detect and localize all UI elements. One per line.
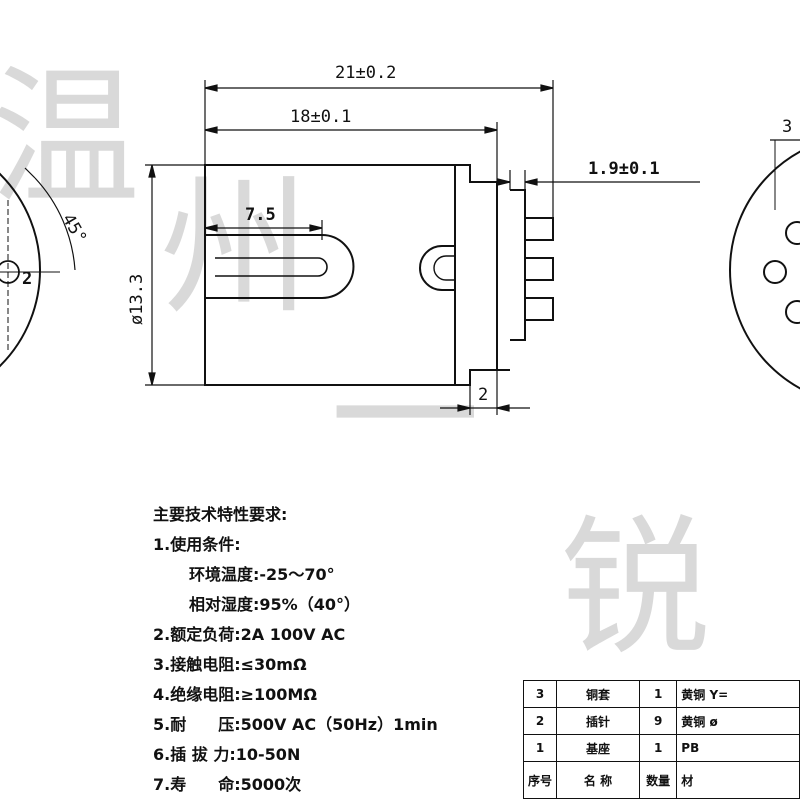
arrow-base-right xyxy=(496,404,510,412)
dimension-lines xyxy=(145,80,700,415)
bom-cell-no: 3 xyxy=(522,680,558,708)
arrow-21-right xyxy=(540,84,554,92)
spec-item: 1.使用条件: xyxy=(153,535,241,554)
pin-middle xyxy=(524,257,554,281)
bom-cell-no: 2 xyxy=(522,707,558,735)
bom-header-no: 序号 xyxy=(522,761,558,799)
bom-cell-qty: 1 xyxy=(638,734,678,762)
technical-specs: 主要技术特性要求: 1.使用条件: 环境温度:-25～70° 相对湿度:95%（… xyxy=(153,500,438,800)
spec-item: 5.耐 压:500V AC（50Hz）1min xyxy=(153,715,438,734)
watermark-char-2: 州 xyxy=(160,162,310,336)
angle-leader xyxy=(24,167,36,179)
right-end-view xyxy=(729,139,800,390)
bom-cell-material: 黄铜 Y= xyxy=(676,680,800,708)
pin-top xyxy=(524,217,554,241)
arrow-base-left xyxy=(457,404,471,412)
arrow-21-left xyxy=(204,84,218,92)
bom-cell-material: PB xyxy=(676,734,800,762)
bill-of-materials: 3 铜套 1 黄铜 Y= 2 插针 9 黄铜 ø 1 基座 1 PB 序号 名 … xyxy=(522,680,800,799)
watermark-char-1: 温 xyxy=(0,52,140,226)
arrow-slot-right xyxy=(309,224,323,232)
watermark: 温 州 一 锐 xyxy=(0,52,710,676)
table-header-row: 序号 名 称 数量 材 xyxy=(522,761,800,799)
dim-base-width: 2 xyxy=(478,385,488,405)
angle-arc xyxy=(34,177,76,271)
pin-carrier xyxy=(510,189,526,341)
left-end-view xyxy=(0,167,76,368)
bom-header-qty: 数量 xyxy=(638,761,678,799)
slot-outer xyxy=(205,234,355,299)
arrow-dia-bottom xyxy=(148,372,156,386)
arrow-dia-top xyxy=(148,164,156,178)
spec-item: 相对湿度:95%（40°） xyxy=(189,595,360,614)
table-row: 1 基座 1 PB xyxy=(522,734,800,762)
dim-pin-thickness: 1.9±0.1 xyxy=(588,159,660,179)
right-view-hole-3 xyxy=(785,300,800,324)
right-view-hole-1 xyxy=(763,260,787,284)
arrow-slot-left xyxy=(204,224,218,232)
slot-inner xyxy=(215,257,328,277)
dim-diameter: ø13.3 xyxy=(127,274,147,325)
connector-base xyxy=(455,164,498,386)
spec-item: 6.插 拔 力:10-50N xyxy=(153,745,301,764)
spec-item: 环境温度:-25～70° xyxy=(189,565,335,584)
watermark-char-4: 锐 xyxy=(560,502,710,676)
keyway-inner xyxy=(433,255,455,281)
spec-item: 3.接触电阻:≤30mΩ xyxy=(153,655,307,674)
spec-item: 4.绝缘电阻:≥100MΩ xyxy=(153,685,317,704)
pin-bottom xyxy=(524,297,554,321)
keyway xyxy=(419,245,455,291)
dim-total-length: 21±0.2 xyxy=(335,63,396,83)
left-view-outer-circle xyxy=(0,172,41,368)
spec-item: 2.额定负荷:2A 100V AC xyxy=(153,625,346,644)
arrow-pin-right xyxy=(524,178,538,186)
watermark-char-3: 一 xyxy=(330,332,480,506)
connector-body xyxy=(204,164,456,386)
bom-header-name: 名 称 xyxy=(556,761,640,799)
table-row: 2 插针 9 黄铜 ø xyxy=(522,707,800,735)
spec-item: 7.寿 命:5000次 xyxy=(153,775,302,794)
bom-cell-qty: 1 xyxy=(638,680,678,708)
bom-cell-no: 1 xyxy=(522,734,558,762)
arrow-18-left xyxy=(204,126,218,134)
bom-cell-material: 黄铜 ø xyxy=(676,707,800,735)
arrow-18-right xyxy=(484,126,498,134)
dim-slot-length: 7.5 xyxy=(245,205,276,225)
left-view-pin-number: 2 xyxy=(22,269,32,289)
right-view-dim-label: 3 xyxy=(782,117,792,137)
arrow-pin-left xyxy=(497,178,511,186)
bom-header-material: 材 xyxy=(676,761,800,799)
bom-cell-name: 基座 xyxy=(556,734,640,762)
bom-cell-name: 插针 xyxy=(556,707,640,735)
right-view-outer-circle xyxy=(729,150,800,390)
right-view-hole-2 xyxy=(785,221,800,245)
dim-body-length: 18±0.1 xyxy=(290,107,351,127)
bom-cell-qty: 9 xyxy=(638,707,678,735)
bom-cell-name: 铜套 xyxy=(556,680,640,708)
table-row: 3 铜套 1 黄铜 Y= xyxy=(522,680,800,708)
specs-title: 主要技术特性要求: xyxy=(153,505,288,524)
